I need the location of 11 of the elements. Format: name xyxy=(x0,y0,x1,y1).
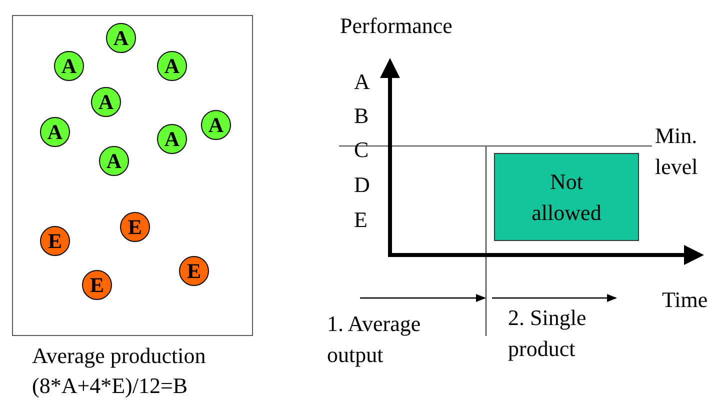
grade-label: E xyxy=(354,206,368,234)
grade-label: D xyxy=(354,171,370,199)
zone-box: Not allowed xyxy=(494,153,639,241)
grade-label: A xyxy=(354,68,370,96)
annotation-text: 2. Single product xyxy=(508,304,588,363)
axis-title: Performance xyxy=(340,12,452,40)
grade-label: B xyxy=(354,102,369,130)
annotation-text: 1. Average output xyxy=(327,310,422,369)
caption-text: Average production (8*A+4*E)/12=B xyxy=(32,342,207,400)
axis-title: Time xyxy=(662,286,708,314)
annotation-text: Min. level xyxy=(655,122,699,181)
